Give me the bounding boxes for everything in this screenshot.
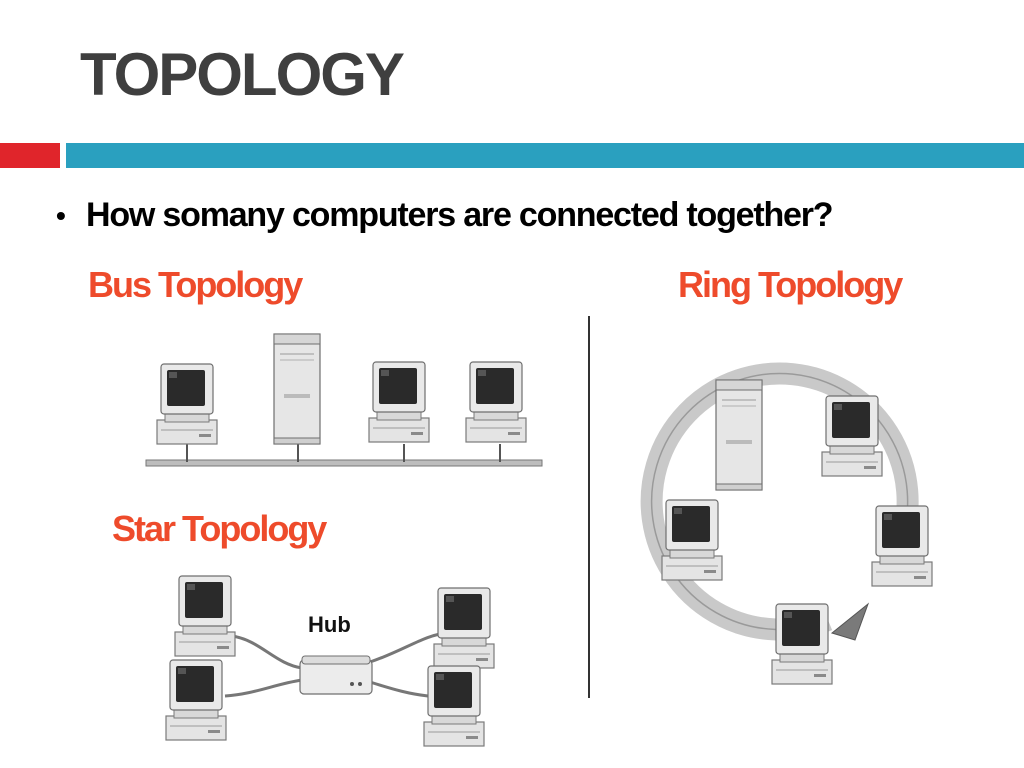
star-cable bbox=[231, 634, 303, 670]
star-computer-icon bbox=[174, 575, 236, 657]
ring-computer-icon bbox=[821, 395, 883, 477]
hub-label: Hub bbox=[308, 612, 351, 637]
bus-computer-icon bbox=[465, 361, 527, 443]
star-hub-icon bbox=[299, 655, 373, 695]
bus-computer-icon bbox=[156, 363, 218, 445]
star-cable bbox=[369, 632, 441, 664]
ring-computer-icon bbox=[871, 505, 933, 587]
section-divider bbox=[588, 316, 590, 698]
bus-topology-diagram bbox=[145, 333, 543, 467]
bullet-text: How somany computers are connected toget… bbox=[86, 196, 834, 234]
star-computer-icon bbox=[433, 587, 495, 669]
ring-cable-edge bbox=[650, 372, 909, 631]
star-cable bbox=[369, 680, 429, 698]
ring-computer-icon bbox=[771, 603, 833, 685]
title-accent-bar-blue bbox=[66, 143, 1024, 168]
bus-backbone-cable bbox=[145, 459, 543, 467]
star-topology-heading: Star Topology bbox=[112, 508, 327, 549]
bus-topology-heading: Bus Topology bbox=[88, 264, 303, 305]
ring-topology-diagram bbox=[640, 362, 933, 685]
bus-computer-icon bbox=[368, 361, 430, 443]
star-computer-icon bbox=[165, 659, 227, 741]
slide-title: TOPOLOGY bbox=[80, 41, 405, 108]
bullet-item: • How somany computers are connected tog… bbox=[56, 196, 834, 235]
ring-topology-heading: Ring Topology bbox=[678, 264, 903, 305]
bus-server-icon bbox=[273, 333, 321, 445]
star-computer-icon bbox=[423, 665, 485, 747]
bullet-dot-icon: • bbox=[56, 199, 66, 231]
ring-server-icon bbox=[715, 379, 763, 491]
title-accent-bar-red bbox=[0, 143, 60, 168]
star-topology-diagram bbox=[165, 575, 495, 747]
star-cable bbox=[224, 678, 303, 698]
ring-computer-icon bbox=[661, 499, 723, 581]
ring-direction-arrow-icon bbox=[830, 602, 870, 641]
